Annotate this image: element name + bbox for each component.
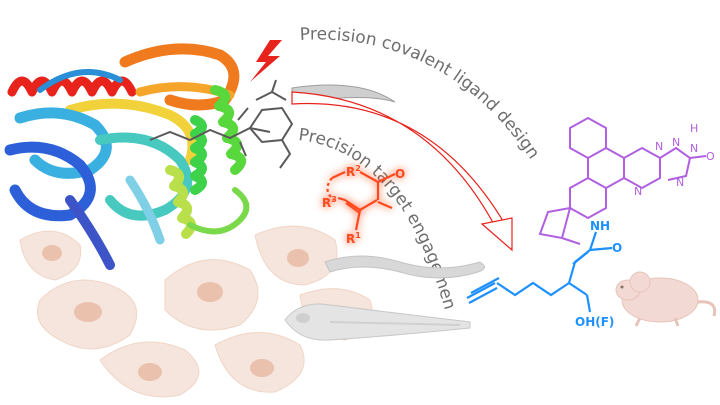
cell-nucleus [197,282,223,302]
scaffold-triazole-n2: N [672,136,680,149]
helix-red [7,76,137,97]
strand-blue [4,141,96,222]
cell-nucleus [287,249,309,267]
scaffold-triazole-n3: N [676,176,684,189]
cell-nucleus [250,359,274,377]
warhead-oxygen: O [395,167,405,181]
protein-ribbon [4,43,250,270]
probe-carbonyl-o: O [612,241,622,255]
loop-green [187,187,250,235]
probe-structure [466,231,613,313]
scaffold-triazole-h: H [690,122,698,135]
mouse-icon [615,271,717,327]
probe-amide-n: NH [590,219,610,233]
zebrafish-organism [284,303,471,341]
scaffold-pyridine-n: N [634,185,642,198]
strand-navy [65,195,115,270]
strand-orange [119,43,240,111]
warhead-structure: R2 O R3 R1 [322,164,405,246]
scaffold-structure [538,116,707,245]
cell-nucleus [42,245,62,261]
probe-hydroxyl: OH(F) [575,315,614,329]
lightning-icon [250,40,282,82]
loop-blue [37,69,123,93]
warhead-r2: R2 [346,164,361,179]
helix-green [190,115,207,195]
cell-nucleus [74,302,102,322]
helix-yellowgreen [165,165,197,239]
strand-cyan [14,107,112,179]
helix-green-2 [210,85,246,175]
scaffold-carbonyl-o: O [706,150,715,163]
worm-organism [324,255,485,279]
scaffold-triazole-n1: N [655,140,663,153]
cell-nucleus [138,363,162,381]
bound-ligand [149,79,294,169]
strand-yellow [65,98,198,165]
warhead-r1: R1 [346,231,361,246]
red-arrow-head [480,217,513,252]
strand-teal [95,132,193,221]
strand-lightblue [125,175,165,245]
warhead-r3: R3 [322,195,337,210]
scaffold-triazole-nh: N [690,142,698,155]
